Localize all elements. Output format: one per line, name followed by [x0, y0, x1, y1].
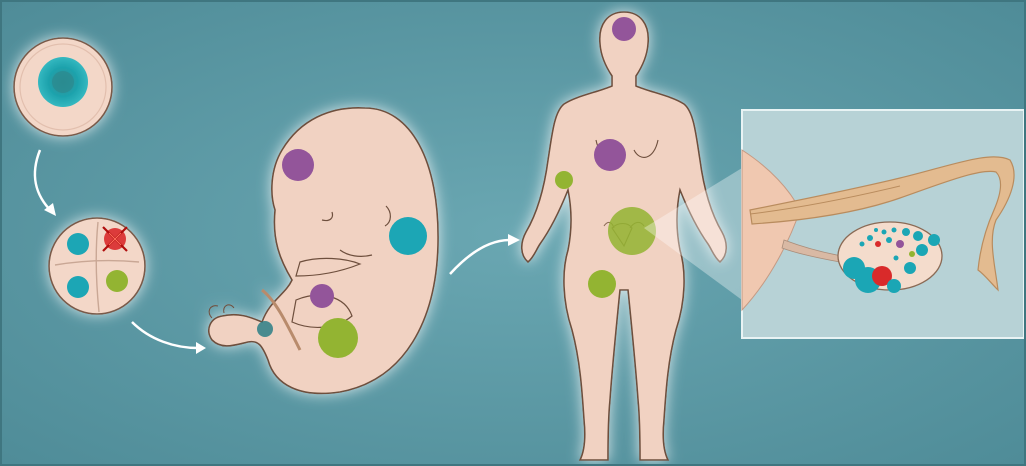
- cyan-spot-icon: [389, 217, 427, 255]
- four-cell-embryo: [49, 218, 145, 314]
- cyan-cell-nucleus-icon: [67, 276, 89, 298]
- ovary-inset-panel: [742, 110, 1024, 338]
- purple-spot-icon: [594, 139, 626, 171]
- purple-spot-icon: [310, 284, 334, 308]
- cyan-cell-nucleus-icon: [67, 233, 89, 255]
- dead-cell-icon: [103, 227, 127, 251]
- green-cell-nucleus-icon: [106, 270, 128, 292]
- green-spot-icon: [555, 171, 573, 189]
- teal-spot-icon: [257, 321, 273, 337]
- purple-spot-icon: [612, 17, 636, 41]
- zygote-cell: [14, 38, 112, 136]
- purple-spot-icon: [282, 149, 314, 181]
- green-spot-icon: [588, 270, 616, 298]
- green-spot-icon: [318, 318, 358, 358]
